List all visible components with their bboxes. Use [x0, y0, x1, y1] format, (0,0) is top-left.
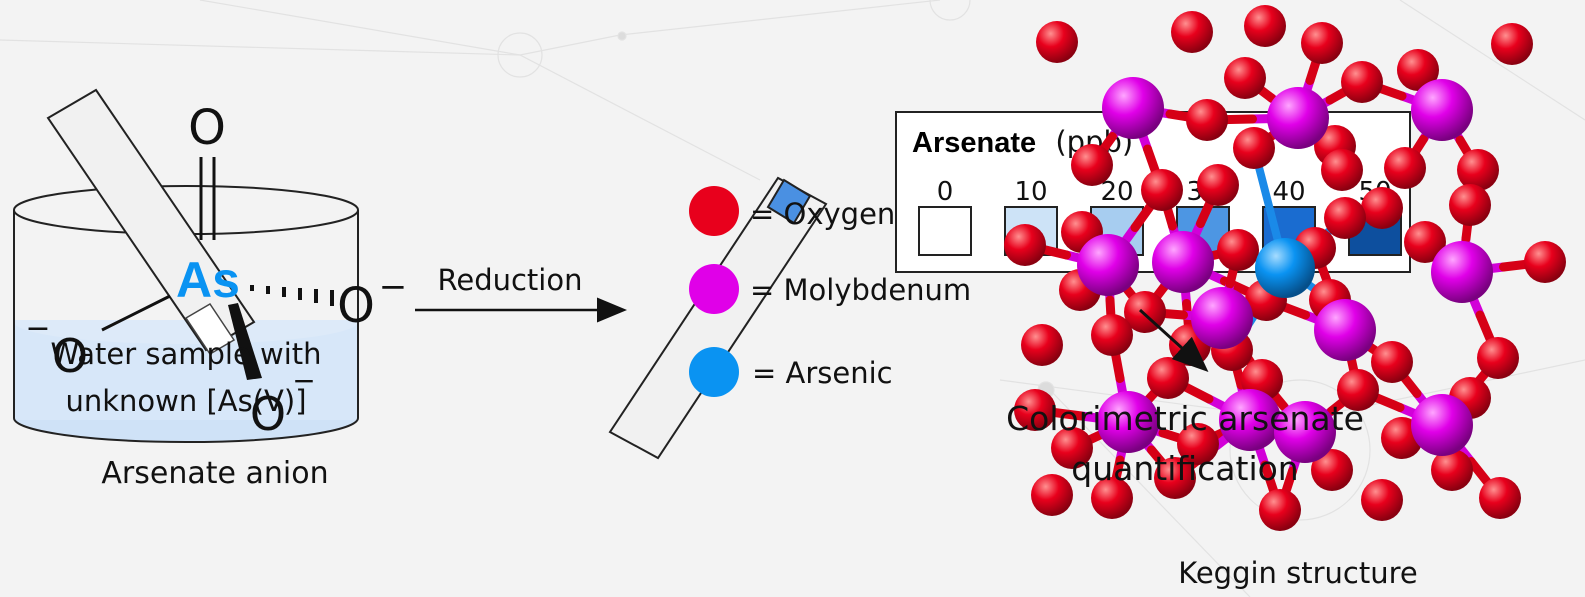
- scale-swatch-0: [918, 206, 972, 256]
- atom-legend: = Oxygen = Molybdenum = Arsenic: [689, 186, 971, 397]
- keggin-oxygen-atom: [1244, 5, 1286, 47]
- keggin-caption: Keggin structure: [1178, 556, 1418, 590]
- keggin-molybdenum-atom: [1077, 234, 1139, 296]
- oxygen-bottom-label: O: [250, 387, 286, 441]
- keggin-oxygen-atom: [1361, 479, 1403, 521]
- keggin-oxygen-atom: [1321, 149, 1363, 191]
- keggin-oxygen-atom: [1071, 144, 1113, 186]
- keggin-oxygen-atom: [1524, 241, 1566, 283]
- keggin-oxygen-atom: [1397, 49, 1439, 91]
- oxygen-left-label: O: [52, 329, 88, 383]
- keggin-oxygen-atom: [1337, 369, 1379, 411]
- keggin-molybdenum-atom: [1191, 287, 1253, 349]
- molybdenum-legend-dot: [689, 264, 739, 314]
- keggin-oxygen-atom: [1224, 57, 1266, 99]
- keggin-oxygen-atom: [1324, 197, 1366, 239]
- beaker: [13, 185, 359, 443]
- arsenate-anion-caption: Arsenate anion: [101, 456, 328, 491]
- keggin-oxygen-atom: [1361, 187, 1403, 229]
- keggin-oxygen-atom: [1457, 149, 1499, 191]
- legend-oxygen-label: = Oxygen: [750, 197, 895, 231]
- oxygen-right-label: O: [337, 278, 375, 334]
- keggin-oxygen-atom: [1217, 229, 1259, 271]
- reduction-label: Reduction: [438, 263, 583, 297]
- keggin-oxygen-atom: [1311, 449, 1353, 491]
- keggin-oxygen-atom: [1404, 221, 1446, 263]
- keggin-oxygen-atom: [1259, 489, 1301, 531]
- keggin-oxygen-atom: [1036, 21, 1078, 63]
- keggin-oxygen-atom: [1341, 61, 1383, 103]
- keggin-molybdenum-atom: [1219, 389, 1281, 451]
- charge-bottom: −: [292, 364, 315, 397]
- keggin-oxygen-atom: [1186, 99, 1228, 141]
- scale-tick-10: 10: [1014, 177, 1047, 207]
- keggin-molybdenum-atom: [1102, 77, 1164, 139]
- keggin-oxygen-atom: [1031, 474, 1073, 516]
- beaker-label-line1: Water sample with: [50, 337, 321, 371]
- keggin-oxygen-atom: [1479, 477, 1521, 519]
- keggin-oxygen-atom: [1177, 423, 1219, 465]
- anion-bonds: [101, 157, 216, 332]
- keggin-oxygen-atom: [1154, 457, 1196, 499]
- keggin-molybdenum-atom: [1411, 394, 1473, 456]
- keggin-molybdenum-atom: [1274, 401, 1336, 463]
- keggin-molybdenum-atom: [1097, 391, 1159, 453]
- scale-tick-0: 0: [937, 177, 954, 207]
- keggin-oxygen-atom: [1301, 22, 1343, 64]
- legend-arsenic-label: = Arsenic: [752, 356, 893, 390]
- keggin-oxygen-atom: [1491, 23, 1533, 65]
- scale-tick-40: 40: [1272, 177, 1305, 207]
- scale-title-bold: Arsenate: [912, 127, 1036, 159]
- charge-right: −: [379, 267, 408, 307]
- quantification-line1: Colorimetric arsenate: [1006, 399, 1364, 438]
- beaker-label-line2: unknown [As(V)]: [65, 384, 306, 418]
- keggin-oxygen-atom: [1091, 314, 1133, 356]
- charge-left: −: [25, 311, 50, 346]
- keggin-oxygen-atom: [1384, 147, 1426, 189]
- keggin-molybdenum-atom: [1314, 299, 1376, 361]
- keggin-oxygen-atom: [1091, 477, 1133, 519]
- keggin-oxygen-atom: [1477, 337, 1519, 379]
- keggin-arsenic-atom: [1255, 238, 1315, 298]
- test-strip-in-beaker: [46, 88, 256, 356]
- keggin-oxygen-atom: [1147, 357, 1189, 399]
- arsenic-legend-dot: [689, 347, 739, 397]
- oxygen-top-label: O: [188, 100, 226, 156]
- keggin-oxygen-atom: [1371, 341, 1413, 383]
- keggin-oxygen-atom: [1141, 169, 1183, 211]
- wedge-bond: [228, 303, 262, 380]
- hashed-bond: [250, 285, 334, 306]
- keggin-oxygen-atom: [1021, 324, 1063, 366]
- quantification-line2: quantification: [1071, 449, 1298, 488]
- keggin-oxygen-atom: [1197, 164, 1239, 206]
- oxygen-legend-dot: [689, 186, 739, 236]
- keggin-oxygen-atom: [1171, 11, 1213, 53]
- keggin-molybdenum-atom: [1431, 241, 1493, 303]
- keggin-oxygen-atom: [1014, 389, 1056, 431]
- quantification-arrow: [1138, 308, 1209, 373]
- keggin-oxygen-atom: [1004, 224, 1046, 266]
- keggin-structure: [1004, 5, 1566, 531]
- keggin-molybdenum-atom: [1152, 231, 1214, 293]
- keggin-oxygen-atom: [1051, 427, 1093, 469]
- legend-molybdenum-label: = Molybdenum: [750, 273, 971, 307]
- keggin-oxygen-atom: [1233, 127, 1275, 169]
- keggin-molybdenum-atom: [1267, 87, 1329, 149]
- developed-test-strip: [608, 176, 828, 460]
- keggin-oxygen-atom: [1449, 184, 1491, 226]
- keggin-molybdenum-atom: [1411, 79, 1473, 141]
- keggin-oxygen-atom: [1431, 449, 1473, 491]
- scale-tick-20: 20: [1100, 177, 1133, 207]
- arsenic-center-label: As: [176, 252, 240, 308]
